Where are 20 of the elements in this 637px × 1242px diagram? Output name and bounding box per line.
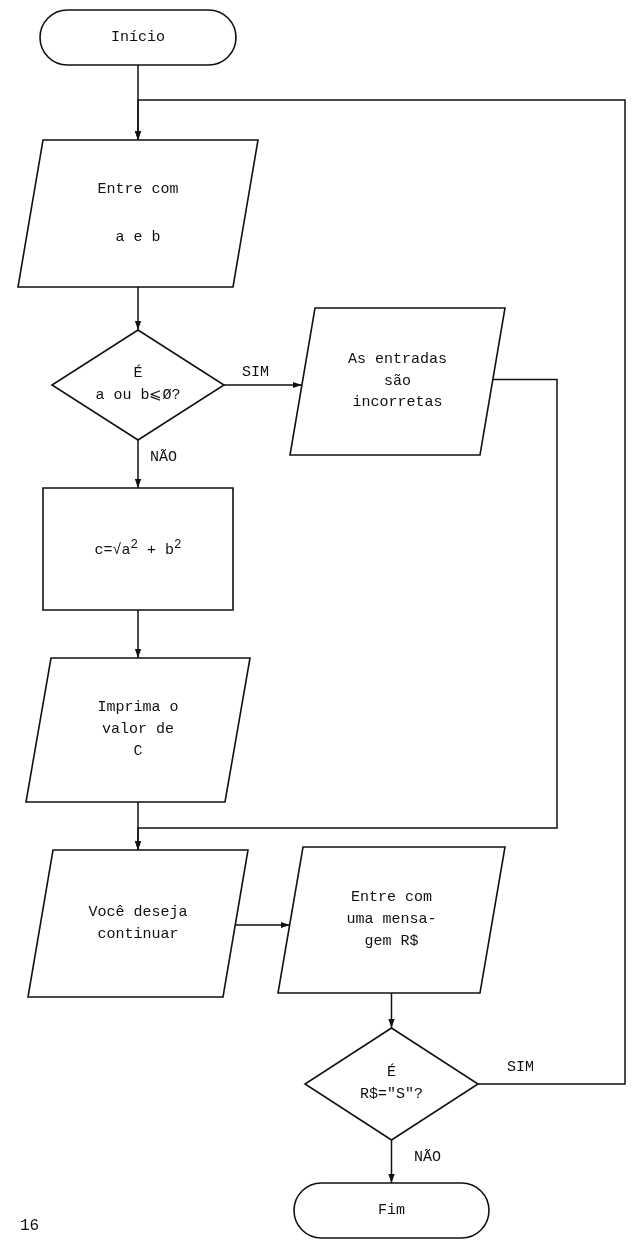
node-text: Imprima o valor de C — [96, 698, 180, 762]
node-text: Você deseja continuar — [87, 902, 189, 945]
node-text: Início — [111, 27, 165, 48]
arrow — [134, 439, 142, 489]
arrow — [134, 801, 142, 851]
arrow — [388, 1139, 395, 1184]
decision-question-word: É — [133, 363, 143, 385]
node-text: c=√a$^{2}$ + b$^{2}$ — [94, 537, 182, 562]
node-text: R$="S"? — [360, 1085, 423, 1105]
decision-question-word: É — [387, 1062, 396, 1084]
arrow — [134, 609, 142, 659]
node-text: a e b — [115, 227, 161, 248]
arrow — [134, 286, 142, 331]
node-text: a ou b⩽Ø? — [95, 386, 181, 406]
node-text: Fim — [378, 1200, 405, 1221]
node-text: Entre com uma mensa- gem R$ — [345, 888, 438, 952]
arrow — [134, 99, 626, 1085]
node-text: Entre com — [97, 179, 179, 200]
node-text: As entradas são incorretas — [347, 349, 448, 414]
arrow — [388, 992, 395, 1029]
